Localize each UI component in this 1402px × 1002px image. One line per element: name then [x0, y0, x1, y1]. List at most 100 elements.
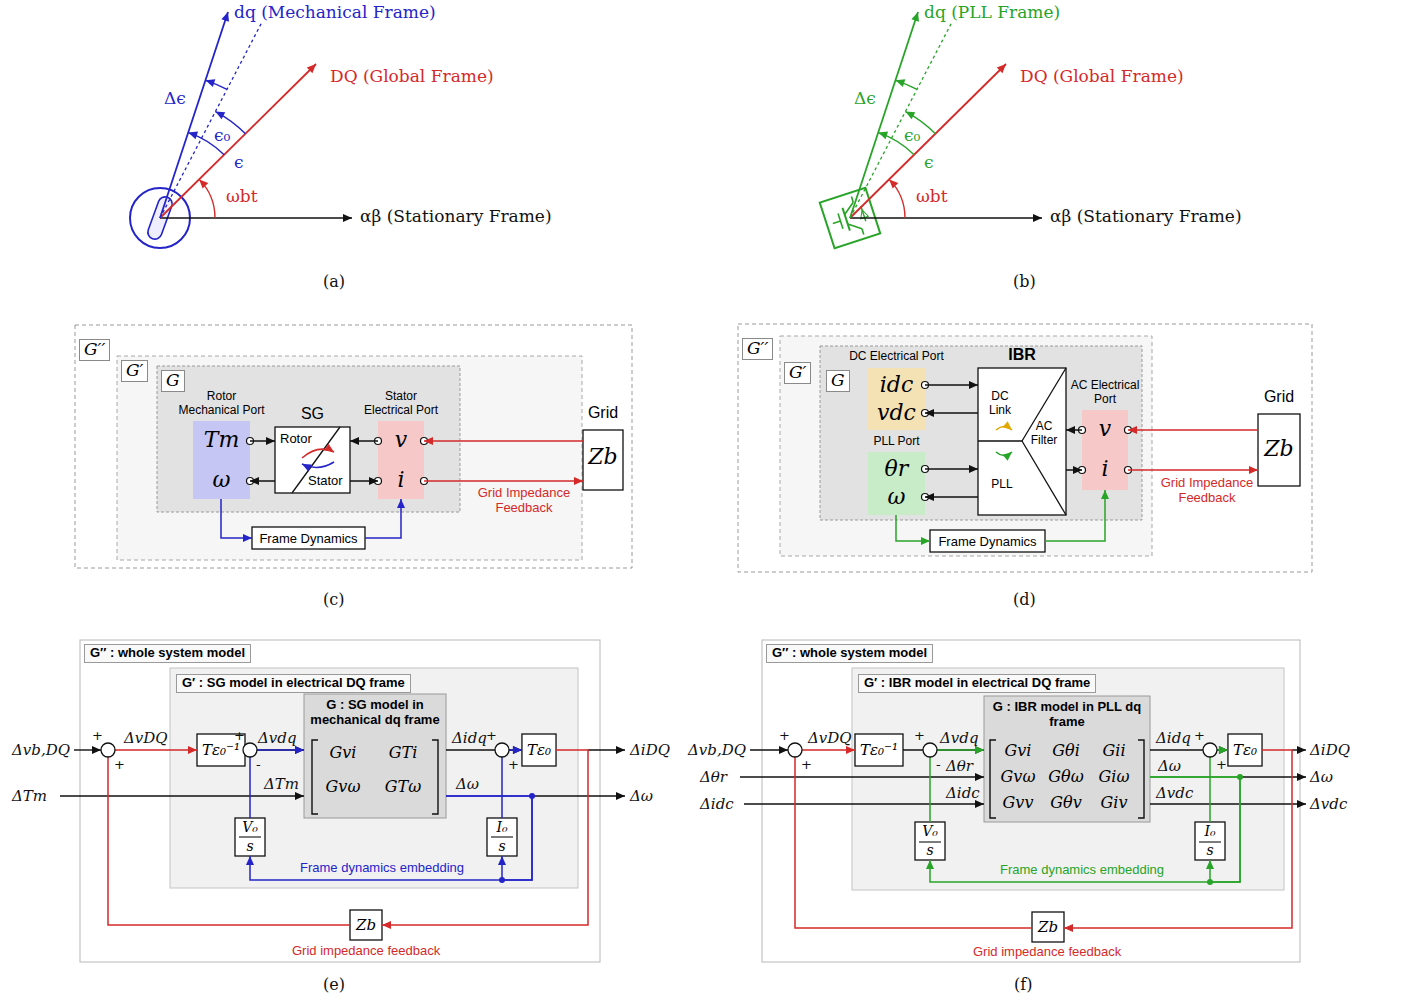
- diagram-label: -: [936, 758, 941, 771]
- connector: [250, 746, 304, 818]
- node-text: G′ : IBR model in electrical DQ frame: [858, 674, 1096, 693]
- arrowhead: [1128, 426, 1137, 434]
- arrowhead: [513, 746, 522, 754]
- box-outline: [1195, 822, 1225, 860]
- wire: [862, 229, 864, 235]
- diagram-label: ΔTm: [12, 787, 47, 805]
- node-text: s: [1195, 842, 1225, 858]
- node-text: Giω: [1090, 768, 1138, 786]
- connector-line: [1210, 750, 1228, 822]
- arrowhead: [1249, 466, 1258, 474]
- machine-box: SGRotorStator: [275, 427, 350, 493]
- box-outline: [1082, 410, 1128, 490]
- angle-arc: [896, 80, 917, 89]
- arrowhead: [424, 437, 433, 445]
- angle-arc: [889, 179, 905, 218]
- diagram-label: dq (PLL Frame): [924, 2, 1060, 22]
- diagram-label: ωbt: [916, 186, 948, 206]
- box-outline: [304, 694, 446, 818]
- wire: [1240, 776, 1306, 777]
- arrowhead: [925, 409, 934, 417]
- node-text: Gθv: [1042, 794, 1090, 812]
- node-text: G′′: [79, 339, 110, 361]
- wire: [744, 803, 984, 804]
- node-text: AC Filter: [1022, 420, 1066, 448]
- box-outline: [978, 368, 1066, 515]
- arrowhead: [243, 534, 252, 542]
- angle-arc: [206, 80, 227, 89]
- node-text: Stator: [308, 474, 343, 489]
- box-outline: [75, 325, 632, 568]
- diagram-label: -: [256, 758, 261, 771]
- connector: [1045, 490, 1109, 541]
- node-text: V₀: [915, 823, 945, 839]
- node-text: Gii: [1090, 742, 1138, 760]
- node-text: G′′: [742, 338, 773, 360]
- arrowhead: [92, 746, 101, 754]
- box-outline: [820, 346, 1142, 520]
- connector-line: [382, 750, 588, 925]
- connector: [108, 746, 350, 925]
- summing-junction: [923, 743, 937, 757]
- diagram-label: Δidq: [1156, 729, 1191, 747]
- node-text: G′ : SG model in electrical DQ frame: [176, 674, 411, 693]
- node-text: GTi: [378, 744, 428, 762]
- box-outline: [762, 640, 1300, 962]
- box-outline: [275, 427, 350, 493]
- box-outline: [915, 822, 945, 860]
- diagram-label: Δω: [630, 787, 653, 805]
- node-text: θr: [868, 456, 925, 481]
- model-boundary: GDC Electrical PortidcvdcPLL PortθrωIBRD…: [820, 346, 1142, 520]
- node-text: i: [1082, 456, 1128, 481]
- diagram-label: ωbt: [226, 186, 258, 206]
- diagram-label: +: [508, 758, 519, 771]
- arrowhead: [215, 112, 225, 120]
- diagram-label: Δidc: [700, 795, 734, 813]
- diagram-label: +: [114, 758, 125, 771]
- node-text: GTω: [378, 778, 428, 796]
- node-text: s: [487, 838, 517, 854]
- arrowhead: [206, 79, 216, 87]
- diagram-label: Grid impedance feedback: [292, 943, 440, 959]
- arrowhead: [250, 477, 259, 485]
- diagram-label: ϵ: [924, 152, 934, 172]
- node-text: Frame Dynamics: [938, 534, 1036, 549]
- node-text: Stator Electrical Port: [362, 390, 440, 418]
- model-block: G : SG model in mechanical dq frameGviGT…: [304, 694, 446, 818]
- node-text: Gvω: [318, 778, 368, 796]
- node-text: Zb: [356, 916, 376, 934]
- arrowhead: [889, 179, 898, 188]
- summing-junction: [495, 743, 509, 757]
- arrowhead: [574, 477, 583, 485]
- connector: [221, 499, 252, 542]
- diagram-label: +: [234, 729, 245, 742]
- model-block: G : IBR model in PLL dq frameGviGθiGiiGv…: [984, 696, 1150, 822]
- box-outline: [193, 421, 250, 499]
- transform-block: Tε₀⁻¹: [855, 734, 903, 766]
- diagram-label: Δω: [1158, 757, 1181, 775]
- node-text: Zb: [1038, 918, 1058, 936]
- arrowhead: [997, 64, 1006, 73]
- arrowhead: [975, 746, 984, 754]
- box-outline: [522, 734, 556, 766]
- arrowhead: [925, 493, 934, 501]
- arrowhead: [1033, 214, 1042, 222]
- arrowhead: [911, 12, 919, 22]
- wire: [532, 795, 625, 796]
- diagram-label: Δvdq: [940, 729, 979, 747]
- wire: [833, 221, 841, 223]
- connector: [925, 409, 978, 417]
- node-text: Tε₀⁻¹: [860, 741, 898, 759]
- box-outline: [868, 452, 925, 515]
- connector-line: [365, 499, 401, 538]
- diagram-label: Δvdc: [1156, 784, 1193, 802]
- box-outline: [1258, 414, 1300, 486]
- node-text: Tm: [193, 427, 250, 452]
- connector: [1128, 426, 1258, 434]
- model-boundary: G′GRotor Mechanical PortTmωSGRotorStator…: [117, 356, 582, 560]
- node-text: Zb: [583, 444, 623, 469]
- node-text: s: [915, 842, 945, 858]
- node-text: Grid: [1244, 388, 1314, 406]
- box-outline: [868, 368, 925, 430]
